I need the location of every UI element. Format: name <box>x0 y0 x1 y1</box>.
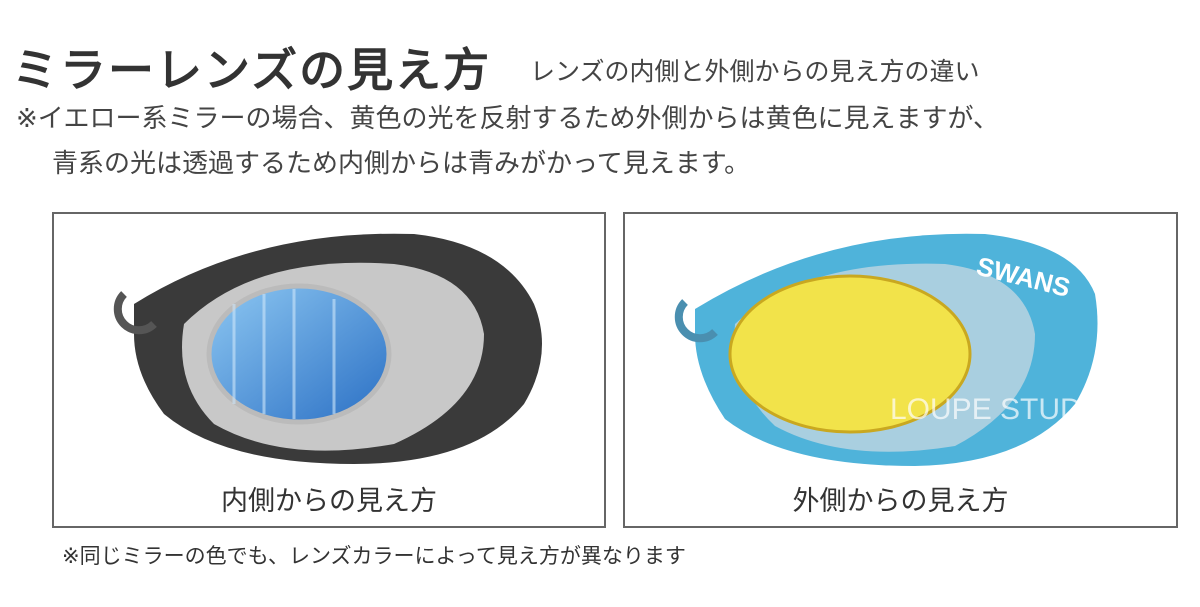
page-title: ミラーレンズの見え方 <box>12 43 492 97</box>
inside-view-goggle-image <box>113 233 542 464</box>
footer-note: ※同じミラーの色でも、レンズカラーによって見え方が異なります <box>62 544 686 568</box>
inside-view-panel: 内側からの見え方 <box>52 212 606 528</box>
note-line-1: ※イエロー系ミラーの場合、黄色の光を反射するため外側からは黄色に見えますが、 <box>16 104 1000 134</box>
page-subtitle: レンズの内側と外側からの見え方の違い <box>530 57 980 86</box>
inside-view-caption: 内側からの見え方 <box>221 486 437 517</box>
watermark: LOUPE STUDIO <box>890 393 1113 426</box>
outside-view-panel: SWANS LOUPE STUDIO 外側からの見え方 <box>623 212 1178 528</box>
outside-view-goggle-image: SWANS LOUPE STUDIO <box>674 233 1113 466</box>
note-line-2: 青系の光は透過するため内側からは青みがかって見えます。 <box>52 149 751 179</box>
outside-view-caption: 外側からの見え方 <box>792 486 1009 517</box>
